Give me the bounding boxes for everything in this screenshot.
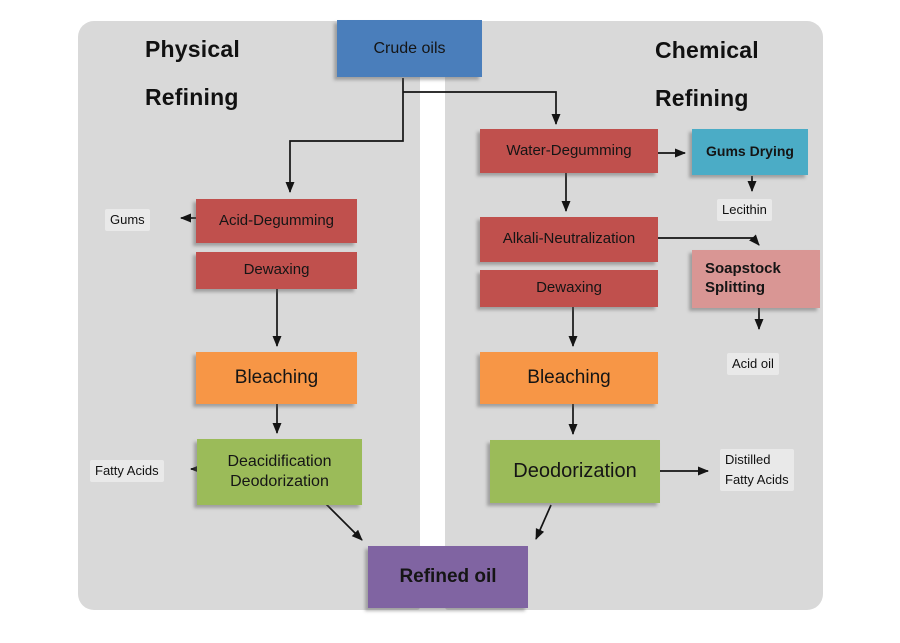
chemical-refining-title-line2: Refining (655, 85, 749, 111)
deacidification-line2: Deodorization (230, 473, 329, 490)
distilled-line2: Fatty Acids (725, 472, 789, 488)
node-soapstock-splitting: Soapstock Splitting (692, 250, 820, 308)
distilled-line1: Distilled (725, 452, 771, 467)
node-water-degumming: Water-Degumming (480, 129, 658, 173)
node-bleaching-left: Bleaching (196, 352, 357, 404)
node-dewaxing-left: Dewaxing (196, 252, 357, 289)
label-lecithin: Lecithin (717, 199, 772, 222)
label-acid-oil: Acid oil (727, 353, 779, 376)
node-gums-drying: Gums Drying (692, 129, 808, 175)
physical-refining-title-line2: Refining (145, 84, 239, 110)
deacidification-line1: Deacidification (227, 453, 332, 470)
label-fatty-acids: Fatty Acids (90, 460, 164, 483)
node-alkali-neutralization: Alkali-Neutralization (480, 217, 658, 262)
node-deodorization: Deodorization (490, 440, 660, 503)
node-bleaching-right: Bleaching (480, 352, 658, 404)
node-crude-oils: Crude oils (337, 20, 482, 77)
label-gums: Gums (105, 209, 150, 232)
physical-refining-panel (78, 21, 420, 610)
node-deacidification-deodorization: Deacidification Deodorization (197, 439, 362, 505)
chemical-refining-title-line1: Chemical (655, 37, 759, 63)
label-distilled-fatty-acids: Distilled Fatty Acids (720, 449, 794, 492)
soapstock-line2: Splitting (705, 279, 765, 296)
chemical-refining-panel (445, 21, 823, 610)
soapstock-line1: Soapstock (705, 260, 781, 278)
node-acid-degumming: Acid-Degumming (196, 199, 357, 243)
physical-refining-title-line1: Physical (145, 36, 240, 62)
node-dewaxing-right: Dewaxing (480, 270, 658, 307)
node-refined-oil: Refined oil (368, 546, 528, 608)
